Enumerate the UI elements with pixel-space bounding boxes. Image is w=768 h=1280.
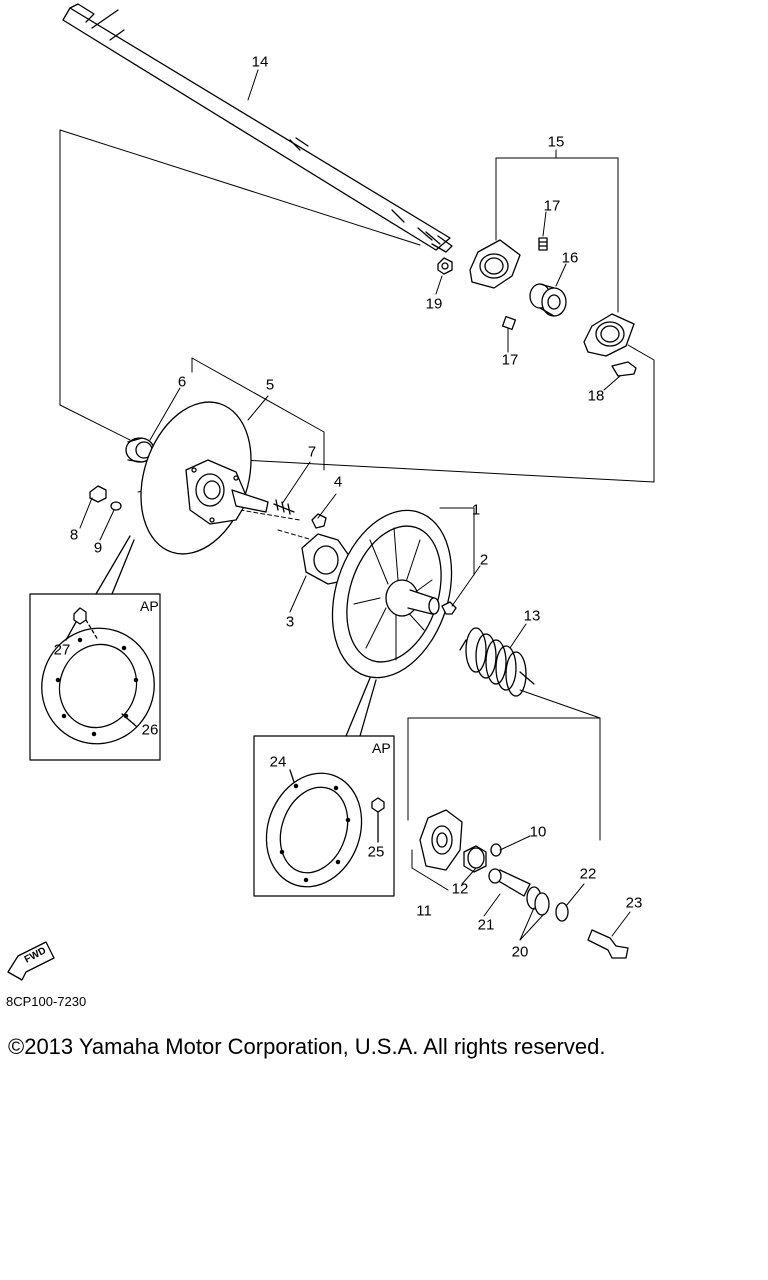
cam-part	[419, 809, 463, 871]
callout-20: 20	[511, 943, 529, 961]
callout-11: 11	[416, 902, 432, 920]
callout-18: 18	[587, 387, 605, 405]
shaft-part	[62, 3, 453, 253]
bearing-part	[529, 283, 567, 317]
nut-part	[437, 257, 453, 275]
callout-13: 13	[523, 607, 541, 625]
leader-lines	[79, 69, 631, 941]
bracket-lines	[59, 129, 655, 891]
callout-24: 24	[269, 753, 287, 771]
callout-22: 22	[579, 865, 597, 883]
callout-3: 3	[285, 613, 295, 631]
bolt-part	[611, 361, 637, 377]
callout-23: 23	[625, 894, 643, 912]
movable-sheave-part	[331, 509, 453, 679]
part-code: 8CP100-7230	[6, 994, 87, 1009]
callout-14: 14	[251, 53, 269, 71]
inset-right-label: AP	[372, 740, 391, 756]
callout-2: 2	[479, 551, 489, 569]
washer-part	[526, 886, 569, 922]
callout-1: 1	[471, 501, 481, 519]
set-screw-part	[501, 237, 548, 331]
callout-25: 25	[367, 843, 385, 861]
callout-15: 15	[547, 133, 565, 151]
callout-26: 26	[141, 721, 159, 739]
callout-7: 7	[307, 443, 317, 461]
bolt-part	[587, 929, 629, 959]
inset-box-right	[253, 677, 395, 897]
callout-16: 16	[561, 249, 579, 267]
callout-10: 10	[529, 823, 547, 841]
inset-box-left	[29, 535, 161, 761]
callout-21: 21	[477, 916, 495, 934]
callout-8: 8	[69, 526, 79, 544]
bushing-part	[463, 845, 487, 873]
spring-part	[459, 627, 535, 697]
callout-12: 12	[451, 880, 469, 898]
forward-arrow	[7, 941, 55, 981]
seal-part	[125, 437, 155, 463]
inset-left-label: AP	[140, 598, 159, 614]
callout-19: 19	[425, 295, 443, 313]
callout-27: 27	[53, 641, 71, 659]
sleeve-part	[488, 868, 531, 897]
callout-6: 6	[177, 373, 187, 391]
callout-4: 4	[333, 473, 343, 491]
screw-part	[311, 513, 327, 529]
fixed-sheave-part	[140, 401, 269, 555]
callout-9: 9	[93, 539, 103, 557]
copyright-notice: ©2013 Yamaha Motor Corporation, U.S.A. A…	[8, 1034, 606, 1059]
callout-17-bottom: 17	[501, 351, 519, 369]
exploded-parts-diagram	[7, 3, 655, 981]
callout-5: 5	[265, 376, 275, 394]
stud-part	[273, 499, 295, 515]
callout-17-top: 17	[543, 197, 561, 215]
flange-housing-part	[469, 239, 635, 357]
bolt-washer-part	[89, 485, 122, 511]
